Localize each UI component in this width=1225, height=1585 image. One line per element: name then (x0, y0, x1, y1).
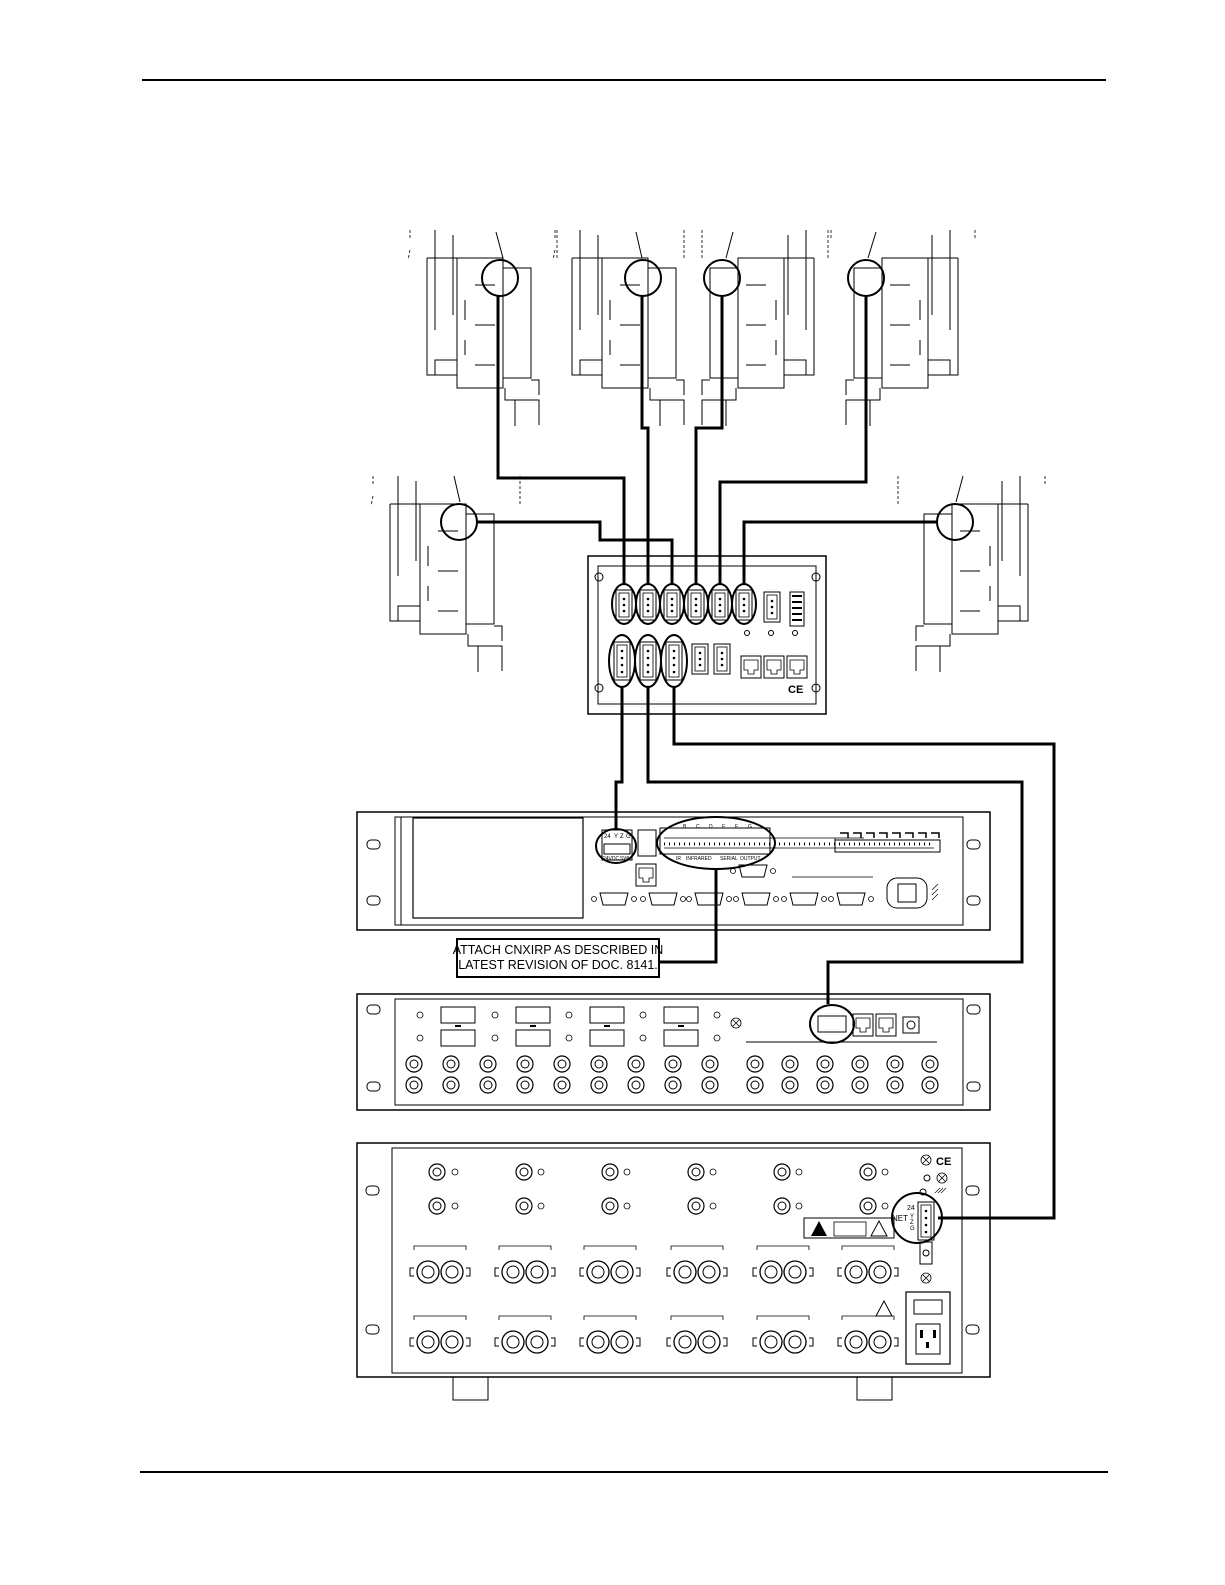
ptz-camera-2 (553, 230, 702, 426)
callout-box: ATTACH CNXIRP AS DESCRIBED IN LATEST REV… (456, 938, 660, 978)
svg-text:C: C (696, 824, 700, 830)
video-matrix-rack-unit (357, 994, 990, 1110)
svg-text:G: G (910, 1226, 915, 1232)
svg-text:24: 24 (604, 834, 611, 840)
ptz-camera-6 (898, 476, 1045, 672)
svg-text:G: G (748, 824, 752, 830)
power-inlet (906, 1292, 950, 1364)
callout-line-2: LATEST REVISION OF DOC. 8141. (458, 958, 658, 973)
svg-text:D: D (709, 824, 713, 830)
dual-bnc-row-2 (410, 1316, 898, 1353)
switcher-inputs-row-2 (429, 1198, 876, 1214)
bnc-row-1 (406, 1056, 938, 1072)
svg-text:F: F (735, 824, 738, 830)
svg-text:Z: Z (620, 834, 624, 840)
terminal-letters: B C D E F G (683, 824, 752, 830)
svg-text:NET: NET (892, 1214, 908, 1223)
switcher-ce-mark: CE (936, 1156, 951, 1168)
svg-text:B: B (683, 824, 687, 830)
svg-text:SERIAL: SERIAL (720, 856, 738, 862)
callout-line-1: ATTACH CNXIRP AS DESCRIBED IN (453, 943, 663, 958)
switcher-inputs-row-1 (429, 1164, 876, 1180)
ptz-camera-5 (371, 476, 520, 672)
ptz-camera-3 (684, 230, 831, 426)
switcher-rack-unit: CE 24 NET Y Z G (357, 1143, 990, 1400)
svg-text:E: E (722, 824, 726, 830)
wiring-lines (477, 296, 1054, 1218)
junction-ce-mark: CE (788, 684, 803, 696)
warning-label (804, 1218, 894, 1238)
svg-text:INFRARED: INFRARED (686, 856, 712, 862)
svg-text:IR: IR (676, 856, 681, 862)
svg-text:24: 24 (907, 1205, 915, 1212)
svg-text:Y: Y (614, 834, 618, 840)
matrix-connector-highlight (810, 1005, 854, 1043)
ptz-camera-4 (828, 230, 975, 426)
ptz-camera-1 (408, 230, 557, 426)
controller-rack-unit: 24 Y Z G 24VDC SWI B C D E F G IR INFRAR… (357, 812, 990, 930)
camera-leader-lines (454, 232, 963, 502)
bnc-row-2 (406, 1077, 938, 1093)
dual-bnc-row-1 (410, 1246, 898, 1283)
